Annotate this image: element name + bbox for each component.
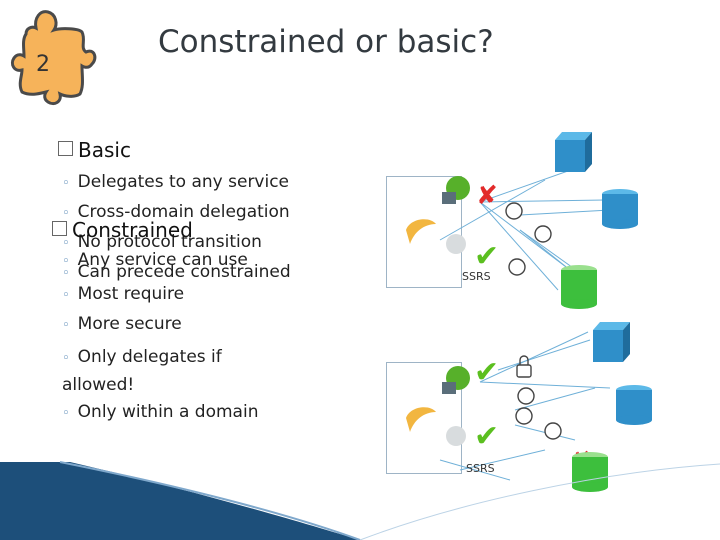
ssrs-server-icon-bottom	[406, 366, 470, 446]
check-icon: ✔	[474, 419, 499, 454]
list-item: ◦Any service can use	[62, 250, 248, 270]
checkbox-bullet-icon	[58, 141, 73, 156]
list-item: ◦Delegates to any service	[62, 172, 290, 192]
database-icon	[593, 322, 630, 362]
database-icon	[561, 265, 597, 309]
cross-icon: ✘	[476, 181, 498, 211]
constrained-heading: Constrained	[52, 218, 193, 242]
checkbox-bullet-icon	[52, 221, 67, 236]
check-icon: ✔	[474, 239, 499, 274]
database-icon	[602, 189, 638, 229]
decorative-swoosh	[0, 461, 720, 540]
user-smiley-icon	[505, 202, 562, 440]
check-icon: ✔	[474, 355, 499, 390]
list-item: ◦More secure	[62, 314, 182, 334]
basic-heading: Basic	[58, 138, 131, 162]
puzzle-piece-icon	[10, 10, 97, 106]
connector-lines	[439, 164, 611, 481]
lock-icon	[516, 355, 532, 378]
slide-number-badge: 2	[36, 52, 50, 77]
list-item: ◦Only delegates if allowed!	[62, 347, 222, 395]
database-icon	[555, 132, 592, 172]
page-title: Constrained or basic?	[158, 24, 494, 60]
database-icon	[616, 385, 652, 425]
ssrs-label-bottom: SSRS	[466, 462, 495, 475]
list-item: ◦Can precede constrained	[62, 262, 291, 282]
list-item: ◦Most require	[62, 284, 185, 304]
list-item: ◦Cross-domain delegation	[62, 202, 290, 222]
delegation-diagram: ✘ ✔ ✔ ✔ ✘	[406, 132, 652, 492]
list-item: ◦Only within a domain	[62, 402, 259, 422]
ssrs-server-icon-top	[406, 176, 470, 254]
ssrs-label-top: SSRS	[462, 270, 491, 283]
list-item: ◦No protocol transition	[62, 232, 262, 252]
